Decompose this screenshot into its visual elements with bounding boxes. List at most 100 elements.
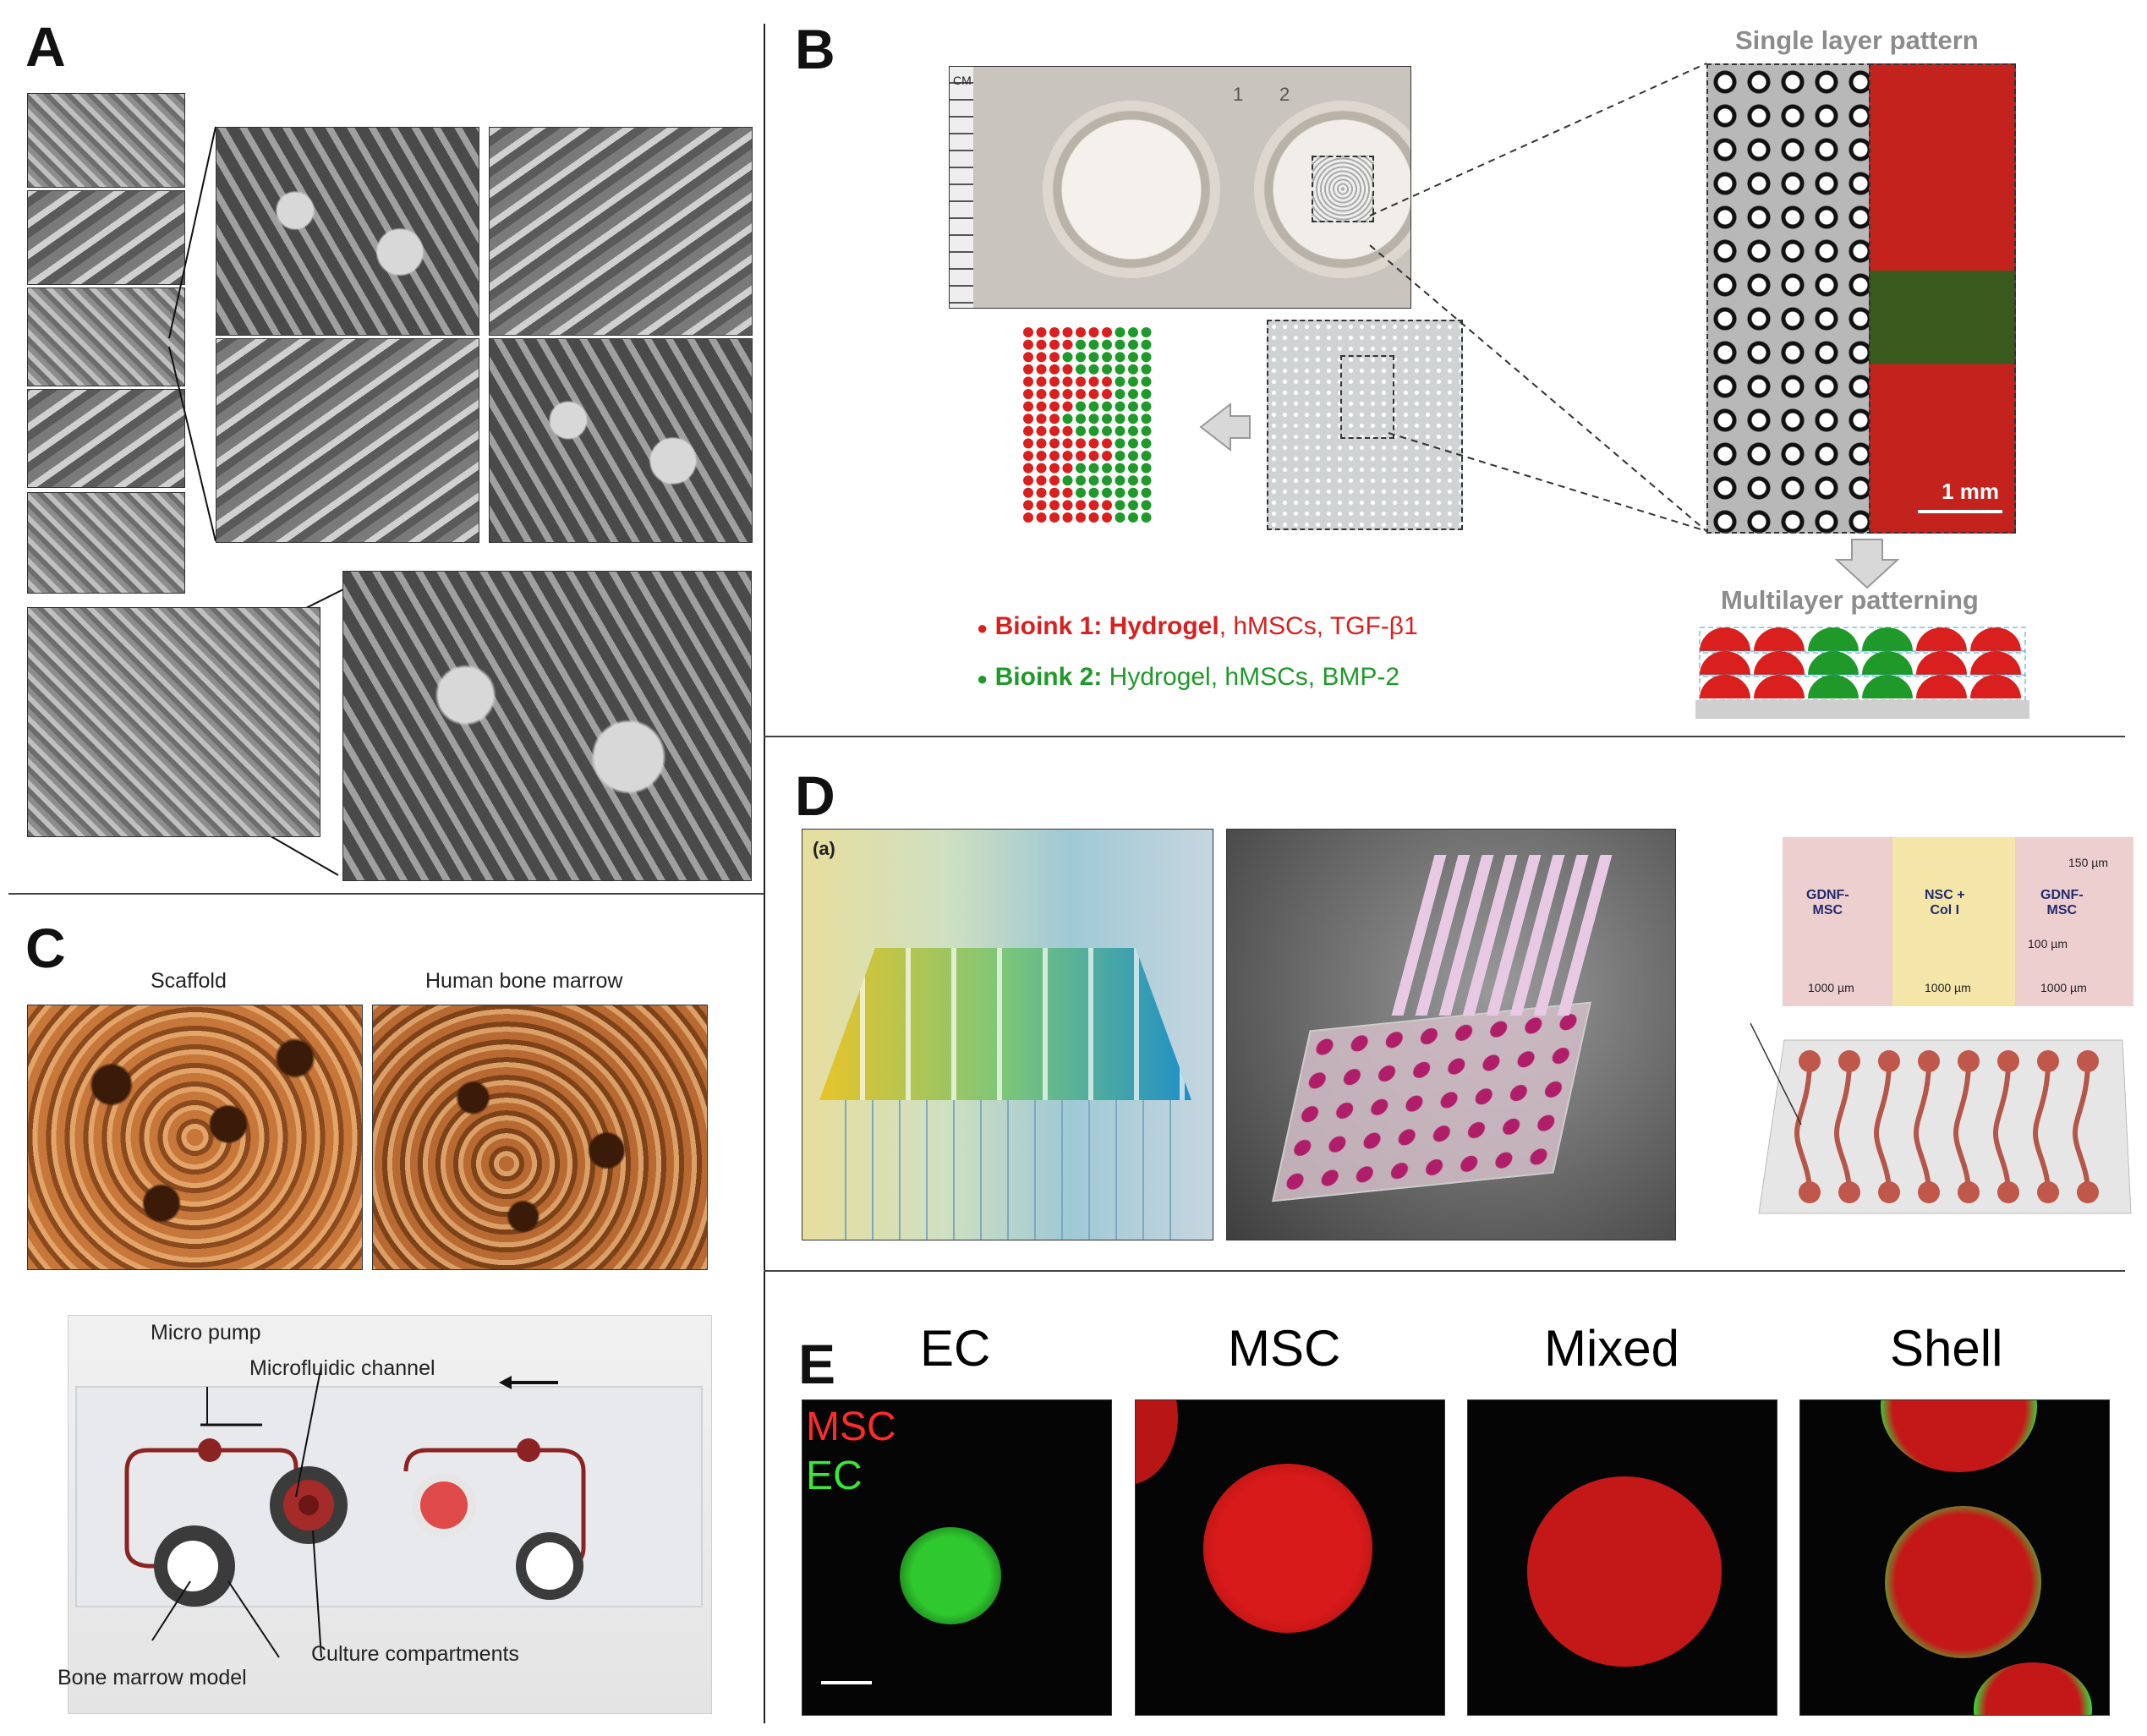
bioink-dot: [1023, 475, 1033, 486]
bone-marrow-model-label: Bone marrow model: [58, 1666, 247, 1689]
dome: [1970, 651, 2021, 675]
bioink-dot: [1023, 413, 1033, 424]
panel-a-letter: A: [25, 15, 66, 78]
chip-channel: [1913, 1060, 1931, 1193]
marrow-sem: [372, 1005, 708, 1270]
ec-spheroid: [900, 1527, 1001, 1624]
single-layer-fluorescence: 1 mm: [1869, 63, 2016, 534]
bioink-dot: [1036, 475, 1047, 486]
dim-100: 100 µm: [2028, 937, 2068, 950]
col-mixed: Mixed: [1544, 1320, 1680, 1377]
bioink-dot: [1062, 438, 1073, 449]
dome: [1808, 675, 1859, 698]
zoom-line: [1750, 1023, 1802, 1125]
bioink-dot: [1036, 352, 1047, 363]
bioink-dot: [1102, 475, 1112, 486]
bioink-1-rest: , hMSCs, TGF-β1: [1219, 612, 1418, 640]
bioink-1-prefix: Bioink 1: Hydrogel: [994, 612, 1219, 640]
bioink-dot: [1115, 364, 1126, 375]
bioink-dot: [1141, 500, 1152, 511]
bioink-dot: [1128, 352, 1138, 363]
ruler-unit: CM: [953, 74, 972, 87]
gdnf-left-zone: [1783, 837, 1892, 1006]
sem-thumb-4: [27, 389, 185, 488]
bioink-dot: [1128, 401, 1138, 412]
bioink-dot: [1049, 512, 1060, 523]
bioink-dot: [1076, 451, 1086, 461]
bioink-dot: [1088, 438, 1099, 449]
dome: [1700, 651, 1750, 675]
bioink-dot: [1102, 438, 1112, 449]
bioink-dot: [1062, 451, 1073, 461]
divider-b-d: [764, 736, 2125, 737]
bioink-dot: [1088, 500, 1099, 511]
bioink-dot: [1076, 339, 1086, 350]
bioink-dot: [1102, 327, 1112, 337]
bioink-dot: [1062, 475, 1073, 486]
chip-port: [2077, 1181, 2099, 1203]
chip-channel: [1953, 1060, 1971, 1193]
b-connectors: [1199, 63, 1900, 589]
shell-spheroid-center: [1885, 1506, 2041, 1658]
chip-port: [1918, 1050, 1940, 1072]
chip-port: [1997, 1181, 2019, 1203]
bioink-dot: [1102, 352, 1112, 363]
bioink-dot: [1115, 512, 1126, 523]
sem-thumb-1: [27, 93, 185, 188]
well-1: [1043, 101, 1220, 278]
dome: [1700, 675, 1750, 698]
chip-substrate: [1758, 1039, 2132, 1214]
bioink-dot: [1023, 364, 1033, 375]
bioink-dot: [1141, 339, 1152, 350]
bioink-dot: [1036, 487, 1047, 498]
dim-150: 150 µm: [2068, 856, 2108, 869]
dome: [1700, 627, 1750, 651]
bioink-dot: [1076, 327, 1086, 337]
bioink-dot: [1062, 327, 1073, 337]
scale-bar-e: [821, 1681, 872, 1684]
gradient-channels: [819, 948, 1191, 1100]
bioink-dot: [1115, 451, 1126, 461]
bioink-dot: [1141, 401, 1152, 412]
bioink-dot: [1062, 413, 1073, 424]
bioink-dot: [1102, 339, 1112, 350]
bioink-dot: [1049, 413, 1060, 424]
bioink-dot: [1115, 487, 1126, 498]
bioink-dot: [1141, 327, 1152, 337]
chip-channel: [2072, 1060, 2090, 1193]
bioink-dot: [1115, 500, 1126, 511]
divider-d-e: [764, 1270, 2125, 1272]
bioink-1-dot: ●: [977, 617, 989, 638]
bioink-dot: [1115, 401, 1126, 412]
col-ec: EC: [920, 1320, 991, 1377]
dim-1000-c: 1000 µm: [2040, 981, 2087, 994]
multilayer-title: Multilayer patterning: [1721, 585, 1979, 615]
bioink-dot: [1049, 500, 1060, 511]
layer-outline: [1699, 650, 2026, 677]
bioink-2-dot: ●: [977, 668, 989, 689]
bioink-dot: [1115, 339, 1126, 350]
bioink-dot: [1088, 352, 1099, 363]
bioink-dot: [1049, 475, 1060, 486]
bioink-dot: [1088, 451, 1099, 461]
bioink-dot: [1128, 413, 1138, 424]
bioink-dot: [1062, 487, 1073, 498]
shell-spheroid-top: [1881, 1400, 2037, 1472]
bioink-dot: [1023, 438, 1033, 449]
bioink-dot: [1036, 425, 1047, 436]
marrow-label: Human bone marrow: [425, 969, 623, 993]
sem-cell-detail: [342, 571, 752, 881]
multilayer-diagram: [1695, 627, 2029, 719]
bioink-dot: [1023, 339, 1033, 350]
sem-zoom-3: [216, 338, 479, 543]
well-number-2: 2: [1279, 84, 1290, 105]
scaffold-sem: [27, 1005, 363, 1270]
bioink-dot: [1128, 512, 1138, 523]
bioink-dot: [1023, 352, 1033, 363]
bioink-dot: [1076, 389, 1086, 399]
bioink-dot: [1062, 463, 1073, 474]
bioink-dot: [1141, 512, 1152, 523]
bioink-dot: [1102, 451, 1112, 461]
dome: [1970, 627, 2021, 651]
well-plate-photo: CM 1 2: [949, 66, 1411, 309]
